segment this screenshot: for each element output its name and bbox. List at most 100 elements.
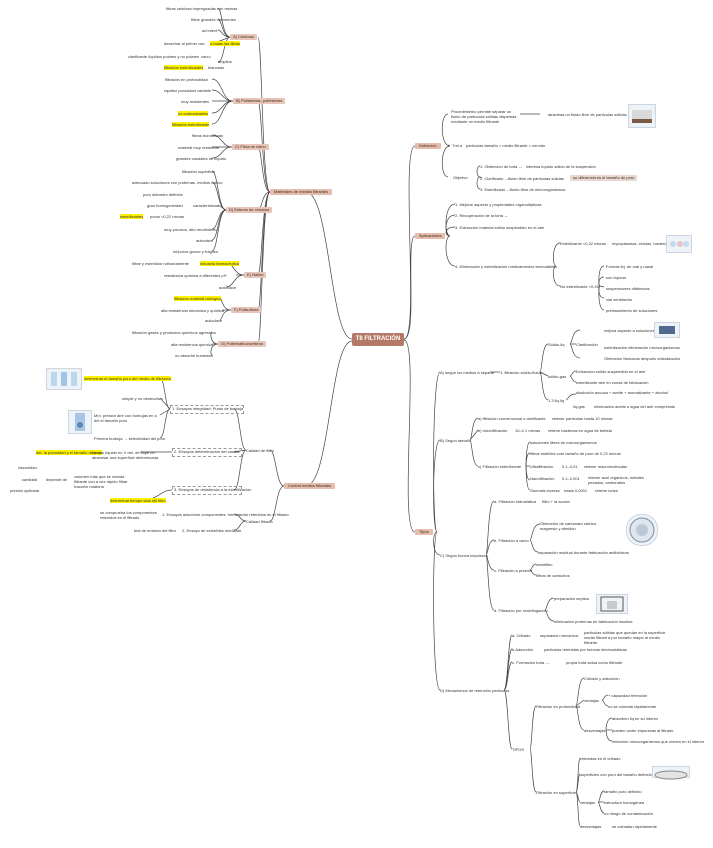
leaf-tipos-b: hasta 0,0001	[564, 488, 588, 493]
leaf-objetivo: 3. Esterilizado ↔	[480, 187, 511, 192]
leaf-no-esterilizante: vial ventilación	[606, 297, 633, 302]
leaf-fibra-vidrio: grandes caudales de líquido	[176, 156, 227, 161]
node-ensayo-extraibles[interactable]: 2. Ensayo de extraíbles mediante	[182, 528, 242, 533]
node-ensayo-caudal[interactable]: 2. Ensayos determinación del caudal	[174, 449, 240, 454]
leaf-nailon: filtrar y esterilizar rutinariamente	[132, 261, 189, 266]
leaf-integridad: Mín. presión aire con burbujas en a del …	[94, 413, 157, 423]
ensayo-box	[170, 405, 244, 414]
node-tipos-filtracion[interactable]: TIPOS	[512, 747, 525, 752]
leaf-tipos-b: retener azul orgánicos, metales pesados,…	[588, 475, 644, 485]
leaf-tipos-b: 0,1–0,01	[562, 464, 578, 469]
leaf-no-esterilizante: No esterilizante >0,45	[560, 284, 599, 289]
leaf-esteres: gran homogeneidad	[147, 203, 183, 208]
node-calidad-filtrado[interactable]: Calidad filtrado	[246, 519, 273, 524]
node-calidad-filtro[interactable]: Calidad de filtro	[246, 448, 274, 453]
category-poliamidas[interactable]: B) Poliamidas, poliésteres	[233, 98, 286, 104]
ensayo-box	[172, 448, 242, 457]
category-ptfe[interactable]: G) Politetrafluoroetileno	[218, 341, 267, 347]
leaf-caudal: tiempo líquido en V det. de fluye un atr…	[92, 450, 159, 460]
leaf-no-esterilizante: son tópicos	[606, 275, 627, 280]
leaf-esteres: adecuado soluciones con proteínas, medio…	[132, 180, 223, 185]
leaf-tipos-b: retiene iones	[595, 488, 618, 493]
leaf-superficie: ventajas	[580, 800, 595, 805]
central-topic[interactable]: T8 FILTRACIÓN	[352, 333, 404, 346]
leaf-tipos-a: liq-gas	[573, 404, 585, 409]
branch-control-medios[interactable]: Control medios filtrantes	[284, 483, 336, 489]
leaf-tipos-b: retener partículas hasta 10 micras	[552, 416, 613, 421]
leaf-objetivo: 1. Obtención de torta ↔	[480, 164, 523, 169]
leaf-esteres-highlight: esterilizantes	[120, 214, 144, 219]
leaf-caudal-highlight: det. la porosidad y el tamaño de poro	[36, 450, 103, 455]
branch-definicion[interactable]: Definición	[415, 143, 441, 149]
leaf-definicion: Tml a	[452, 143, 462, 148]
leaf-tipos-c: eliminación proteínas en fabricación ins…	[554, 619, 633, 624]
leaf-superficie: superficies con poro del tamaño definido	[580, 772, 652, 777]
leaf-poliamidas: filtración en profundidad	[165, 77, 208, 82]
leaf-tipos-c: filtro + la acción	[542, 499, 570, 504]
leaf-definicion: atraviesa un fluido libre de partículas …	[548, 112, 627, 117]
leaf-superficie: se colmatan rápidamente	[612, 824, 657, 829]
leaf-aplicacion: 3. Extracción material sólido suspendido…	[455, 225, 545, 230]
leaf-tipos-c: separación residual durante fabricación …	[538, 550, 629, 555]
leaf-tipos-d: partículas retenidas por fuerzas electro…	[544, 647, 627, 652]
leaf-no-esterilizante: suspensiones oftálmicas	[606, 286, 650, 291]
leaf-ptfe: alta resistencia química	[171, 342, 213, 347]
leaf-esterilizante: mycoplasmas, células, bacterias, virus..…	[612, 241, 684, 246]
lab-equipment-image	[654, 322, 680, 338]
node-ensayo-resistencia[interactable]: 3. Ensayos de resistencia a la esteriliz…	[174, 487, 252, 492]
surface-filter-image	[652, 766, 690, 780]
filter-test-image	[68, 410, 92, 434]
node-tipos-b[interactable]: B) Según tamaño	[440, 438, 472, 443]
leaf-objetivo: interesa líquido sólido de la suspensión	[526, 164, 596, 169]
leaf-definicion: Procedimiento permite separar un fluido …	[451, 109, 517, 124]
leaf-tipos-b: Nanofiltración	[530, 476, 555, 481]
leaf-polisulfona: alta resistencia mecánica y química	[161, 308, 225, 313]
node-tipos-c[interactable]: C) Según fuerza impulsora	[440, 553, 488, 558]
leaf-tipos-c: preparación septica	[554, 596, 589, 601]
node-ensayo-integridad[interactable]: 1. Ensayos integridad: Punto de burbuja	[172, 406, 244, 411]
leaf-superficie: Filtración en superficie	[536, 790, 577, 795]
category-nailon[interactable]: E) Nailon	[244, 272, 267, 278]
leaf-nailon: autoclave	[219, 285, 237, 290]
leaf-poliamidas-highlight: no carbonizables	[178, 111, 209, 116]
category-polisulfona[interactable]: F) Polisulfona	[231, 307, 262, 313]
leaf-celulosa: blancado	[208, 65, 225, 70]
leaf-nailon: resistencia química a diferentes pH	[164, 273, 227, 278]
leaf-celulosa: desechar al primer uso	[164, 41, 205, 46]
branch-tipos[interactable]: Tipos	[415, 529, 433, 535]
leaf-superficie: estructura homogénea	[604, 800, 645, 805]
leaf-tipos-d: b.Adsorción	[512, 647, 534, 652]
node-tipos-d[interactable]: D) Mecanismos de retención partículas	[440, 688, 510, 693]
category-esteres-celulosa[interactable]: D) Esteres de celulosa	[226, 207, 273, 213]
leaf-tipos-b: 10–0,1 micras	[515, 428, 541, 433]
leaf-superficie: tamaño poro definido	[604, 789, 642, 794]
branch-materiales-filtrantes[interactable]: Materiales de medios filtrantes	[270, 189, 333, 195]
leaf-tipos-d: a. Cribado	[512, 633, 531, 638]
leaf-integridad-highlight: determinar el tamaño poro del medio de f…	[84, 376, 171, 381]
leaf-profundidad: no se colmata rápidamente	[608, 704, 657, 709]
leaf-tipos-a: esterilización eliminación microorganism…	[604, 345, 680, 350]
cell-bacteria-image	[666, 235, 692, 253]
leaf-definicion: partículas tamaño > medio filtrante = ce…	[466, 143, 546, 148]
leaf-superficie: desventajas	[580, 824, 602, 829]
leaf-nailon-highlight: industria farmacéutica	[200, 261, 240, 266]
leaf-tipos-b: retener macromoléculas	[584, 464, 627, 469]
leaf-celulosa: clarificante líquidos polares y no polar…	[128, 54, 200, 59]
node-tipos-a[interactable]: A) según los medios a separar	[440, 370, 495, 375]
category-fibra-vidrio[interactable]: C) Fibra de vidrio	[232, 144, 269, 150]
leaf-tipos-a: 1.3 liq-liq	[548, 398, 565, 403]
leaf-tipos-b: c) Filtración esterilizante	[478, 464, 522, 469]
leaf-tipos-c: c. Filtración a presión	[494, 568, 533, 573]
leaf-depende: depende de	[46, 477, 68, 482]
leaf-tipos-a: Sólido-liq	[548, 342, 565, 347]
branch-aplicaciones[interactable]: Aplicaciones	[415, 233, 446, 239]
node-ensayo-adsorcion[interactable]: 1. Ensayos adsorción componentes: formul…	[162, 512, 289, 517]
leaf-superficie: retenidas en el cribado	[580, 756, 621, 761]
leaf-tipos-c: d. Filtración por centrifugación	[494, 608, 548, 613]
leaf-celulosa: filtrar grandes volúmenes	[191, 17, 236, 22]
leaf-tipos-a: Obtención fármacos después cristalizació…	[604, 356, 681, 361]
leaf-tipos-c: Obtención de carbonato cálcico, magnesio…	[540, 521, 598, 531]
leaf-objetivo: Objetivo	[453, 175, 468, 180]
leaf-objetivo: 2. Clarificado ↔	[480, 176, 509, 181]
category-celulosa[interactable]: A) Celulosa	[230, 34, 257, 40]
